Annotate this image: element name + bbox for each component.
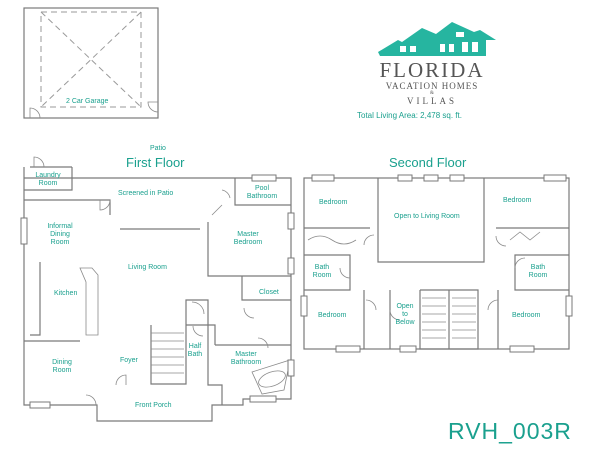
- stairs-second: [422, 290, 476, 349]
- brand-wordmark: FLORIDA VACATION HOMES & VILLAS: [366, 58, 498, 107]
- room-patio: Patio: [150, 145, 166, 152]
- room-informal-dining: Informal Dining Room: [47, 223, 73, 246]
- brand-name: FLORIDA: [379, 58, 485, 82]
- stairs-first: [151, 332, 184, 374]
- house-logo-icon: [378, 22, 496, 56]
- room-bath-west: Bath Room: [312, 264, 332, 279]
- brand-ampersand: &: [430, 91, 434, 96]
- room-garage: 2 Car Garage: [66, 98, 109, 105]
- room-kitchen: Kitchen: [54, 290, 78, 297]
- room-bedroom-sw: Bedroom: [318, 312, 347, 319]
- room-open-to-living: Open to Living Room: [394, 213, 460, 220]
- room-front-porch: Front Porch: [135, 402, 172, 409]
- brand-suffix: VILLAS: [407, 96, 457, 106]
- room-pool-bathroom: Pool Bathroom: [246, 185, 278, 200]
- room-master-bedroom: Master Bedroom: [233, 231, 263, 246]
- first-floor-title: First Floor: [126, 155, 185, 170]
- room-bath-east: Bath Room: [528, 264, 548, 279]
- second-floor-walls: [300, 174, 573, 353]
- second-floor-title: Second Floor: [389, 155, 467, 170]
- plan-code: RVH_003R: [448, 418, 572, 444]
- room-bedroom-ne: Bedroom: [503, 197, 532, 204]
- room-half-bath: Half Bath: [187, 343, 203, 358]
- room-foyer: Foyer: [120, 357, 138, 364]
- garage-walls: [23, 7, 159, 119]
- room-screened-patio: Screened in Patio: [118, 190, 174, 197]
- total-living-area: Total Living Area: 2,478 sq. ft.: [357, 111, 462, 120]
- brand-tagline: VACATION HOMES: [385, 81, 479, 91]
- room-bedroom-se: Bedroom: [512, 312, 541, 319]
- room-laundry: Laundry Room: [35, 172, 61, 187]
- room-dining: Dining Room: [52, 359, 72, 374]
- first-floor-walls: [20, 156, 295, 422]
- room-living: Living Room: [128, 264, 167, 271]
- room-open-to-below: Open to Below: [395, 303, 415, 326]
- room-master-bathroom: Master Bathroom: [230, 351, 262, 366]
- room-closet: Closet: [259, 289, 279, 296]
- room-bedroom-nw: Bedroom: [319, 199, 348, 206]
